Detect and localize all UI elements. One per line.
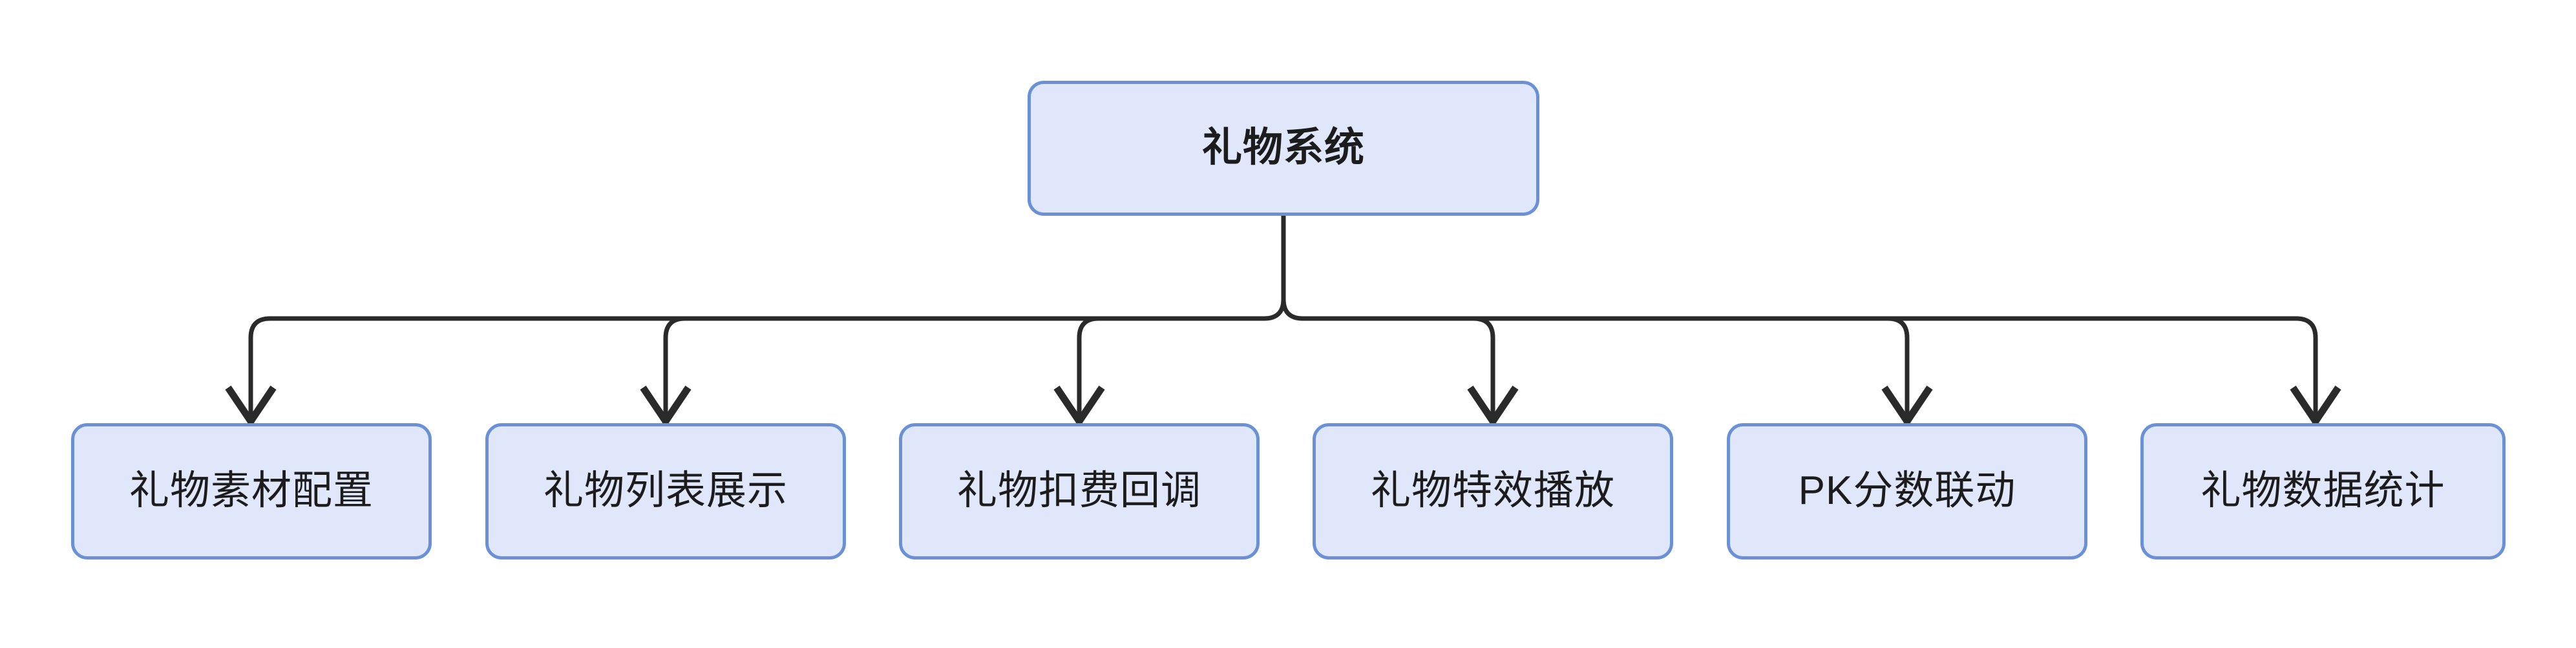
node-gift-charge-callback[interactable]: 礼物扣费回调	[899, 423, 1260, 559]
edge-root-to-child-2	[1077, 316, 1264, 423]
edge-root-to-child-0	[248, 316, 1264, 423]
node-label: 礼物特效播放	[1370, 468, 1615, 514]
node-label: 礼物数据统计	[2201, 468, 2445, 514]
node-root-label: 礼物系统	[1201, 125, 1365, 171]
arrowhead-child-3	[1467, 385, 1519, 428]
node-label: PK分数联动	[1798, 468, 2016, 514]
edge-root-to-child-3	[1303, 316, 1495, 423]
arrowhead-child-4	[1881, 385, 1933, 428]
edge-root-to-child-1	[663, 316, 1264, 423]
edge-stem-root	[1263, 216, 1304, 321]
arrowhead-child-1	[640, 385, 692, 428]
node-gift-data-statistics[interactable]: 礼物数据统计	[2140, 423, 2506, 559]
node-root[interactable]: 礼物系统	[1028, 81, 1539, 216]
node-gift-list-display[interactable]: 礼物列表展示	[485, 423, 846, 559]
edge-root-to-child-5	[1303, 316, 2318, 423]
edge-root-to-child-4	[1303, 316, 1910, 423]
node-label: 礼物素材配置	[129, 468, 374, 514]
node-label: 礼物扣费回调	[956, 468, 1201, 514]
arrowhead-child-5	[2290, 385, 2341, 428]
node-gift-effect-playback[interactable]: 礼物特效播放	[1313, 423, 1673, 559]
node-pk-score-linkage[interactable]: PK分数联动	[1727, 423, 2087, 559]
node-gift-asset-configuration[interactable]: 礼物素材配置	[71, 423, 432, 559]
node-label: 礼物列表展示	[543, 468, 788, 514]
arrowhead-child-0	[225, 385, 277, 428]
arrowhead-child-2	[1053, 385, 1105, 428]
